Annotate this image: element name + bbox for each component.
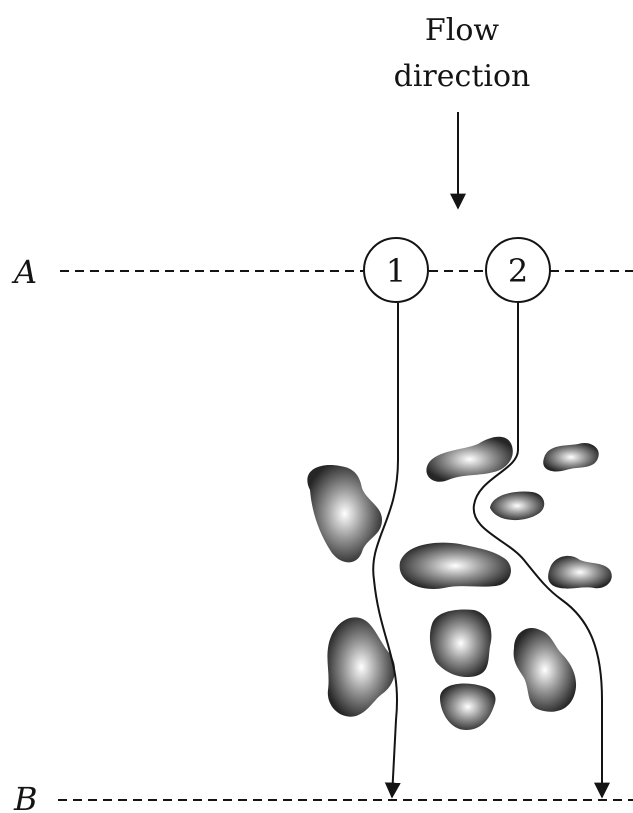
flow-label-line2: direction	[394, 59, 531, 94]
path-2-line	[474, 303, 602, 797]
particle	[440, 684, 496, 730]
path-2-marker: 2	[486, 238, 550, 302]
particle	[543, 443, 599, 472]
particle	[548, 556, 612, 589]
flow-label-line1: Flow	[425, 13, 499, 48]
particle	[430, 610, 492, 678]
soil-particles	[307, 437, 611, 730]
path-1-marker: 1	[364, 238, 428, 302]
path-1-label: 1	[386, 252, 406, 290]
path-2-label: 2	[508, 252, 528, 290]
particle	[400, 543, 511, 589]
path-1-line	[373, 303, 398, 797]
plane-a-label: A	[11, 253, 37, 291]
plane-b-label: B	[13, 780, 38, 813]
particle	[514, 628, 576, 712]
particle	[426, 437, 512, 482]
particle	[307, 465, 382, 562]
particle	[490, 492, 544, 521]
